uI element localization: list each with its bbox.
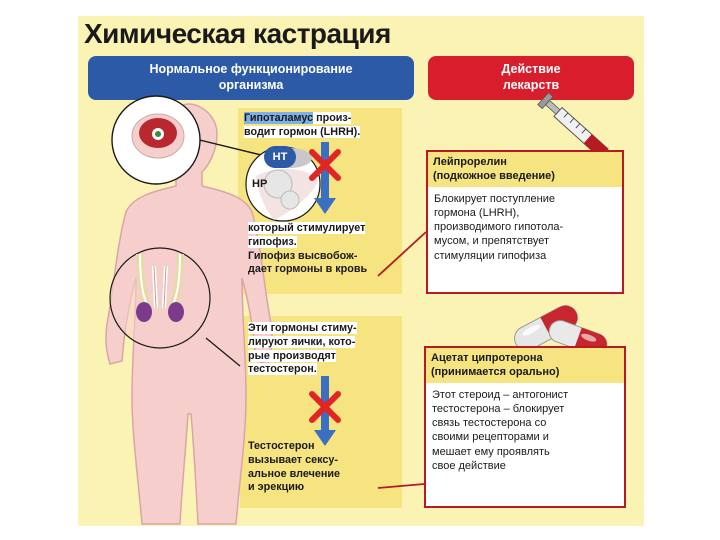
drug2-body-line2: тестостерона – блокирует bbox=[432, 403, 564, 415]
drug2-title-line1: Ацетат ципротерона bbox=[431, 352, 543, 364]
drug2-body-line1: Этот стероид – антогонист bbox=[432, 389, 568, 401]
drug2-title: Ацетат ципротерона (принимается орально) bbox=[426, 348, 624, 383]
drug2-description: Этот стероид – антогонист тестостерона –… bbox=[426, 383, 624, 479]
drug2-body-line4: своими рецепторами и bbox=[432, 431, 549, 443]
poster: Химическая кастрация Нормальное функцион… bbox=[78, 16, 644, 526]
drug2-infobox: Ацетат ципротерона (принимается орально)… bbox=[424, 346, 626, 508]
drug2-title-line2: (принимается орально) bbox=[431, 366, 559, 378]
drug1-body-line5: стимуляции гипофиза bbox=[434, 250, 546, 262]
drug2-body-line6: свое действие bbox=[432, 460, 506, 472]
drug1-body-line2: гормона (LHRH), bbox=[434, 207, 519, 219]
drug1-body-line4: мусом, и препятствует bbox=[434, 235, 549, 247]
drug1-body-line3: производимого гипотола- bbox=[434, 221, 563, 233]
drug1-body-line1: Блокирует поступление bbox=[434, 193, 555, 205]
drug1-title-line2: (подкожное введение) bbox=[433, 170, 555, 182]
drug1-title-line1: Лейпрорелин bbox=[433, 156, 507, 168]
drug2-body-line5: мешает ему проявлять bbox=[432, 446, 550, 458]
drug2-body-line3: связь тестостерона со bbox=[432, 417, 546, 429]
drug1-infobox: Лейпрорелин (подкожное введение) Блокиру… bbox=[426, 150, 624, 294]
drug1-description: Блокирует поступление гормона (LHRH), пр… bbox=[428, 187, 622, 268]
drug1-title: Лейпрорелин (подкожное введение) bbox=[428, 152, 622, 187]
